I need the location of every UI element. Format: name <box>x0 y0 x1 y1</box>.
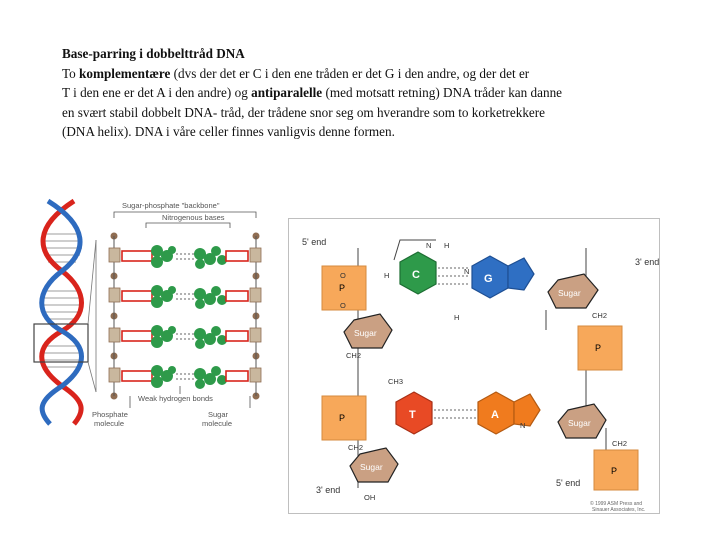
base-adenine: A <box>477 391 541 435</box>
phosphate-p: P <box>611 466 617 476</box>
paragraph-line-3: en svært stabil dobbelt DNA- tråd, der t… <box>62 104 546 120</box>
base-thymine: T <box>395 391 433 435</box>
line1-start: To <box>62 65 80 81</box>
label-backbone: Sugar-phosphate "backbone" <box>122 201 220 210</box>
text-block: Base-parring i dobbelttråd DNA To komple… <box>62 44 692 142</box>
double-helix <box>33 198 97 426</box>
atom-label: CH3 <box>388 377 403 386</box>
helix-zoom-box <box>33 323 89 363</box>
copyright-line-2: Sinauer Associates, Inc. <box>592 507 645 513</box>
label-phosphate-molecule-1: Phosphate <box>92 410 128 419</box>
sugar-bottom-right: Sugar <box>557 403 607 439</box>
copyright-line-1: © 1999 ASM Press and <box>590 500 642 507</box>
base-t-label: T <box>409 409 416 421</box>
sugar-top-right: Sugar <box>547 273 599 309</box>
base-pair-ladder <box>108 211 262 408</box>
line2-start: T i den ene er det A i den andre) og <box>62 85 252 101</box>
page-title: Base-parring i dobbelttråd DNA <box>62 46 245 61</box>
paragraph-line-2: T i den ene er det A i den andre) og ant… <box>62 83 692 103</box>
label-sugar-molecule-1: Sugar <box>208 410 229 419</box>
phosphate-p: P <box>595 343 601 353</box>
line1-end: (dvs der det er C i den ene tråden er de… <box>170 65 530 81</box>
term-antiparalelle: antiparalelle <box>251 85 323 101</box>
phosphate-p: P <box>339 413 345 423</box>
atom-label: H <box>454 313 459 322</box>
base-guanine: G <box>471 255 535 299</box>
base-pair-chemistry-figure: 5' end 3' end 3' end 5' end P P P P Suga… <box>288 218 660 514</box>
paragraph-line-1: To komplementære (dvs der det er C i den… <box>62 64 692 84</box>
phosphate-group-mid-right: P <box>577 325 623 371</box>
sugar-bottom-left: Sugar <box>349 447 399 483</box>
atom-label: CH2 <box>346 351 361 360</box>
atom-label: CH2 <box>612 439 627 448</box>
phosphate-group-top-left: P <box>321 265 367 311</box>
helix-strand-blue <box>39 198 84 426</box>
atom-label: N <box>464 267 469 276</box>
base-a-label: A <box>491 409 499 421</box>
base-g-label: G <box>484 273 493 285</box>
line2-end: (med motsatt retning) DNA tråder kan dan… <box>322 85 563 101</box>
atom-label: H <box>444 241 449 250</box>
atom-label: N <box>520 421 525 430</box>
atom-label: CH2 <box>348 443 363 452</box>
label-nitrogenous-bases: Nitrogenous bases <box>162 213 225 222</box>
helix-strand-red <box>39 198 84 426</box>
end-5-top: 5' end <box>302 237 326 247</box>
sugar-label: Sugar <box>558 288 581 298</box>
atom-label: H <box>384 271 389 280</box>
paragraph-line-4: (DNA helix). DNA i våre celler finnes va… <box>62 124 395 140</box>
phosphate-group-mid-left: P <box>321 395 367 441</box>
sugar-label: Sugar <box>360 462 383 472</box>
base-c-label: C <box>412 269 420 281</box>
label-sugar-molecule-2: molecule <box>202 419 232 428</box>
end-3-bottom: 3' end <box>316 485 340 495</box>
sugar-label: Sugar <box>568 418 591 428</box>
term-komplementaere: komplementære <box>79 65 171 81</box>
phosphate-p: P <box>339 283 345 293</box>
label-phosphate-molecule-2: molecule <box>94 419 124 428</box>
end-5-bottom: 5' end <box>556 478 580 488</box>
atom-label: OH <box>364 493 375 502</box>
atom-label: O <box>340 271 346 280</box>
atom-label: N <box>426 241 431 250</box>
atom-label: CH2 <box>592 311 607 320</box>
dna-helix-figure: Sugar-phosphate "backbone" Nitrogenous b… <box>33 198 262 428</box>
base-cytosine: C <box>399 251 437 295</box>
atom-label: O <box>340 301 346 310</box>
sugar-top-left: Sugar <box>343 313 393 349</box>
phosphate-group-bottom-right: P <box>593 449 639 491</box>
end-3-top: 3' end <box>635 257 659 267</box>
label-weak-hydrogen-bonds: Weak hydrogen bonds <box>138 394 213 403</box>
sugar-label: Sugar <box>354 328 377 338</box>
